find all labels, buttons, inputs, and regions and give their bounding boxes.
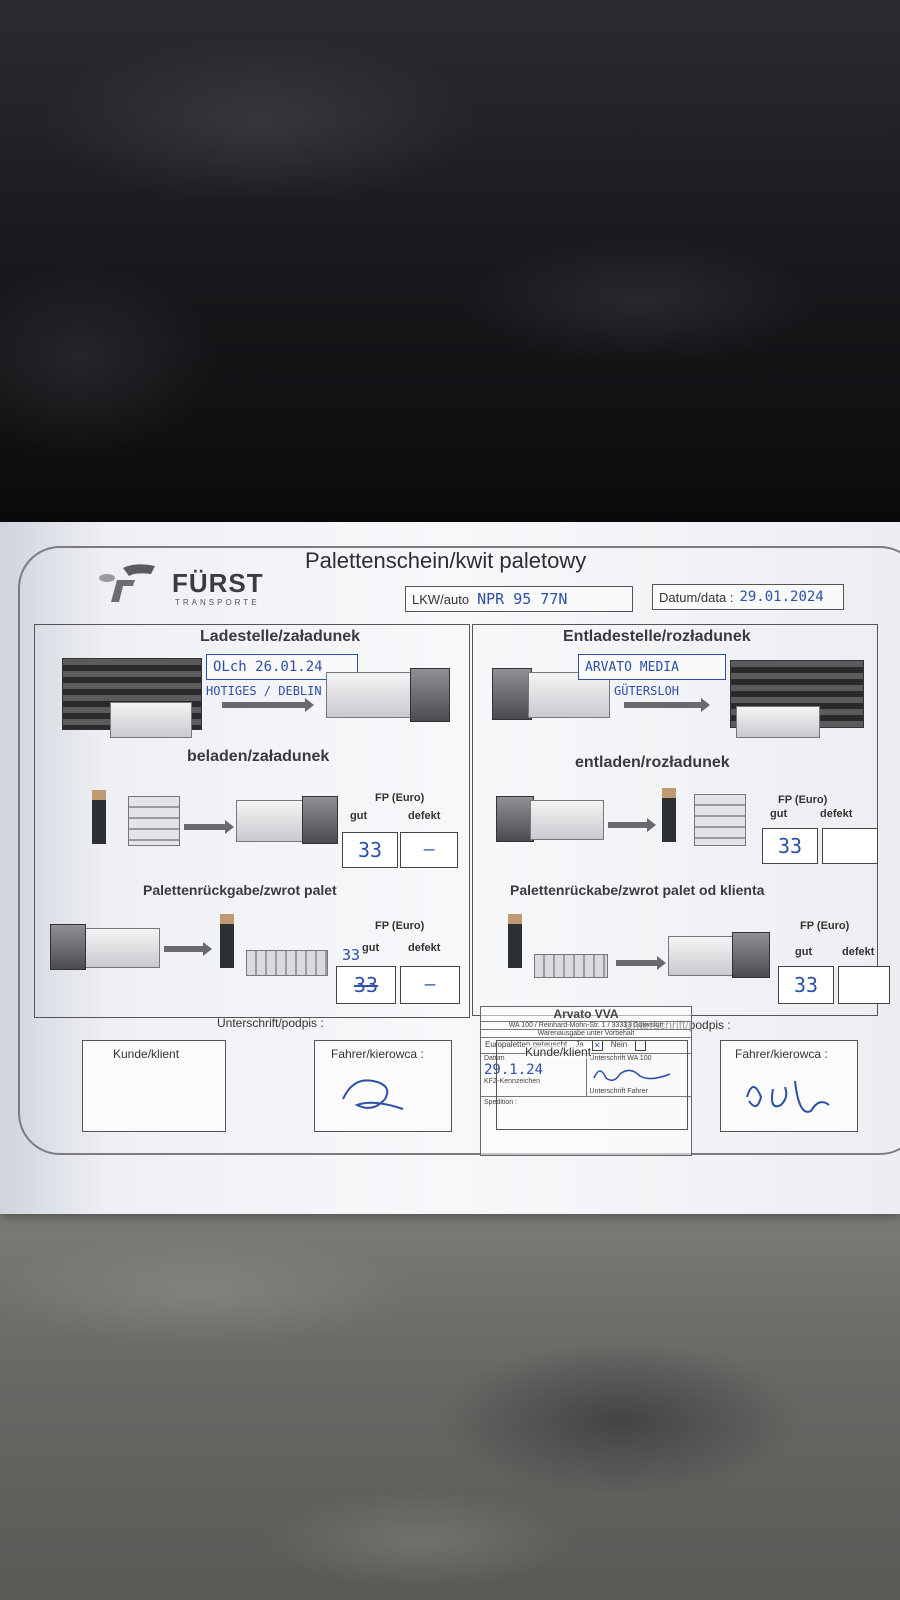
worker-icon (92, 790, 106, 844)
loading-city-handwritten: HOTIGES / DEBLIN (206, 684, 322, 698)
customer-signature-box-left: Kunde/klient (82, 1040, 226, 1132)
stamp-europal: Europaletten getauscht (485, 1040, 567, 1049)
vehicle-label: LKW/auto (412, 591, 470, 607)
worker-icon (220, 914, 234, 968)
background-fabric-top (0, 0, 900, 530)
truck-cab-icon (410, 668, 450, 722)
gut-label: gut (350, 810, 368, 822)
logo-subtitle: TRANSPORTE (175, 598, 260, 607)
small-truck-icon (736, 706, 820, 738)
date-value: 29.01.2024 (739, 589, 824, 605)
arrow-icon (616, 956, 666, 970)
fp-label: FP (Euro) (375, 920, 425, 932)
driver-label: Fahrer/kierowca : (735, 1047, 828, 1061)
stamp-datum-value: 29.1.24 (484, 1062, 544, 1078)
driver-signature-box-right: Fahrer/kierowca : (720, 1040, 858, 1132)
background-fabric-bottom (0, 1200, 900, 1600)
pallet-stack-icon (128, 796, 180, 846)
document-title: Palettenschein/kwit paletowy (305, 548, 587, 573)
small-truck-icon (110, 702, 192, 738)
defekt-label: defekt (408, 810, 441, 822)
unloading-title: Entladestelle/rozładunek (563, 628, 751, 645)
loading-place-handwritten: OLch 26.01.24 (206, 654, 358, 680)
left-panel (34, 624, 470, 1018)
stamp-spedition: Spedition : (481, 1096, 691, 1108)
pallet-icon (246, 950, 328, 976)
stamp-wa-label: Unterschrift WA 100 (589, 1055, 652, 1062)
client-return-defekt-cell (838, 966, 890, 1004)
truck-cab-icon (302, 796, 338, 844)
worker-icon (508, 914, 522, 968)
truck-cab-icon (492, 668, 532, 720)
arvato-stamp: Arvato VVA WA 100 / Reinhard-Mohn-Str. 1… (480, 1006, 692, 1156)
return-gut-correction: 33 (342, 946, 361, 964)
wa-signature-icon (592, 1069, 670, 1082)
fp-label: FP (Euro) (800, 920, 850, 932)
date-field: Datum/data : 29.01.2024 (652, 584, 844, 610)
loaded-title: beladen/załadunek (187, 748, 330, 765)
return-gut-cell: 33 (336, 966, 396, 1004)
pallet-receipt-document: FÜRST TRANSPORTE Palettenschein/kwit pal… (0, 522, 900, 1214)
fp-label: FP (Euro) (375, 792, 425, 804)
pallet-stack-icon (694, 794, 746, 846)
stamp-kfz-label: KFZ-Kennzeichen (484, 1078, 541, 1085)
fp-label: FP (Euro) (778, 794, 828, 806)
stamp-nein: Nein (610, 1040, 628, 1049)
truck-trailer-icon (82, 928, 160, 968)
return-defekt-cell: — (400, 966, 460, 1004)
stamp-line: Warenausgabe unter Vorbehalt (481, 1030, 691, 1038)
truck-cab-icon (732, 932, 770, 978)
truck-trailer-icon (236, 800, 308, 842)
date-label: Datum/data : (659, 589, 734, 605)
vehicle-field: LKW/auto NPR 95 77N (405, 586, 633, 612)
unloaded-title: entladen/rozładunek (575, 754, 730, 771)
defekt-label: defekt (408, 942, 441, 954)
defekt-label: defekt (820, 808, 853, 820)
unloading-place-handwritten: ARVATO MEDIA (578, 654, 726, 680)
customer-label: Kunde/klient (113, 1047, 180, 1061)
unloaded-gut-cell: 33 (762, 828, 818, 864)
loaded-gut-cell: 33 (342, 832, 398, 868)
unloading-city-handwritten: GÜTERSLOH (614, 684, 680, 698)
gut-label: gut (770, 808, 788, 820)
truck-trailer-icon (530, 800, 604, 840)
customer-signature-box-right: Kunde/klient (496, 1040, 688, 1130)
arrow-icon (164, 942, 212, 956)
driver-signature-icon (342, 1079, 404, 1110)
arrow-icon (184, 820, 234, 834)
vehicle-value: NPR 95 77N (477, 590, 568, 608)
truck-cab-icon (496, 796, 534, 842)
signature-label-left: Unterschrift/podpis : (217, 1016, 324, 1030)
defekt-label: defekt (842, 946, 875, 958)
arrow-icon (222, 698, 314, 712)
arrow-icon (624, 698, 710, 712)
stamp-datum-row: Datum 29.1.24 KFZ-Kennzeichen Unterschri… (481, 1054, 691, 1096)
stamp-company: Arvato VVA (481, 1007, 691, 1022)
stamp-address: WA 100 / Reinhard-Mohn-Str. 1 / 33333 Gü… (481, 1022, 691, 1030)
driver-signature-icon (746, 1080, 830, 1113)
logo-wordmark: FÜRST (172, 568, 264, 598)
loaded-defekt-cell: — (400, 832, 458, 868)
gut-label: gut (795, 946, 813, 958)
driver-signature-box-left: Fahrer/kierowca : (314, 1040, 452, 1132)
stamp-fahrer-label: Unterschrift Fahrer (589, 1088, 648, 1095)
client-return-gut-cell: 33 (778, 966, 834, 1004)
stamp-ja: Ja (575, 1040, 583, 1051)
fuerst-logo-icon (99, 564, 155, 602)
unloaded-defekt-cell (822, 828, 878, 864)
stamp-datum-label: Datum (484, 1055, 505, 1062)
document-frame (18, 546, 900, 1155)
truck-cab-icon (50, 924, 86, 970)
arrow-icon (608, 818, 656, 832)
loading-title: Ladestelle/załadunek (200, 628, 361, 645)
gut-label: gut (362, 942, 380, 954)
driver-label: Fahrer/kierowca : (331, 1047, 424, 1061)
client-return-title: Palettenrückabe/zwrot palet od klienta (510, 882, 765, 898)
truck-trailer-icon (326, 672, 414, 718)
customer-label: Kunde/klient (525, 1045, 592, 1059)
truck-trailer-icon (668, 936, 738, 976)
return-title: Palettenrückgabe/zwrot palet (143, 882, 337, 898)
worker-icon (662, 788, 676, 842)
pallet-icon (534, 954, 608, 978)
